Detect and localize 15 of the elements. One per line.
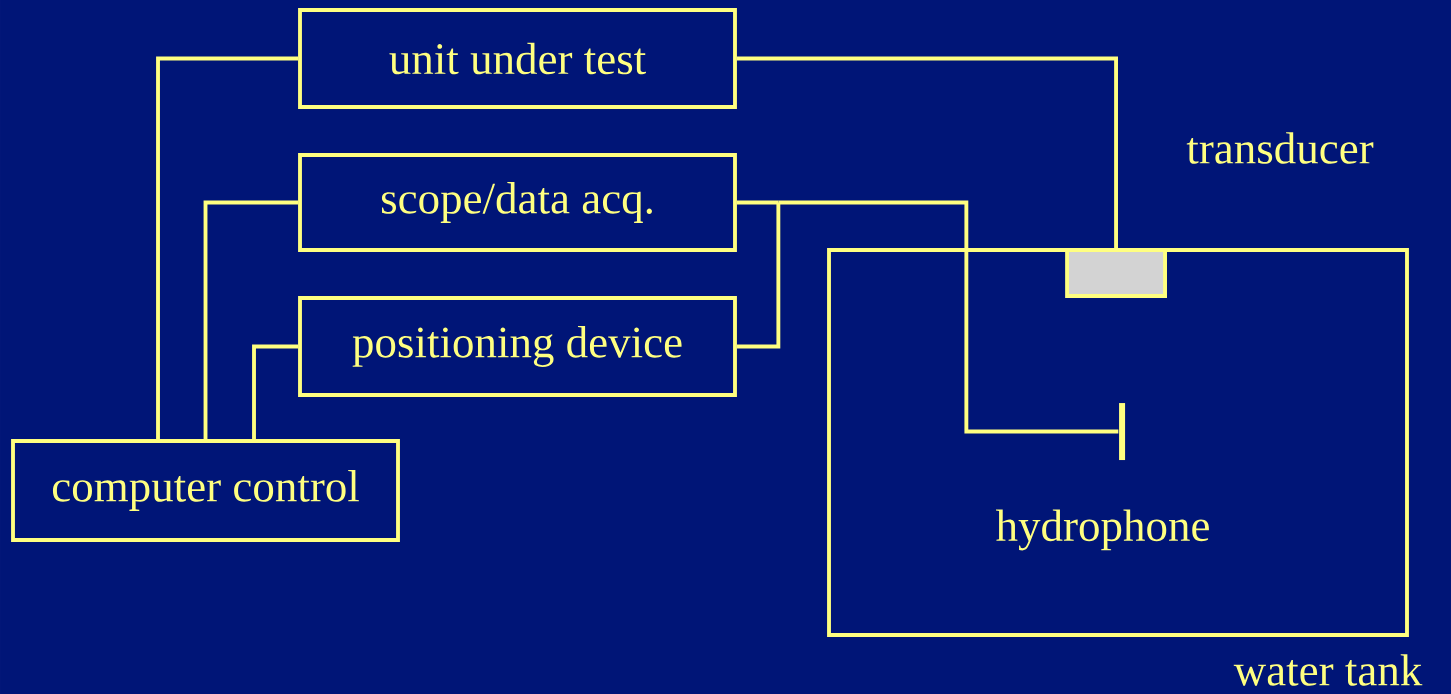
connector-line xyxy=(203,200,299,440)
hydrophone-bar xyxy=(1119,403,1126,461)
connector-line xyxy=(736,202,781,349)
tank-label: water tank xyxy=(1233,654,1423,686)
connector-line xyxy=(252,344,299,440)
connector-line xyxy=(736,200,779,205)
connector-line xyxy=(156,56,299,440)
part-label: hydrophone xyxy=(996,509,1209,551)
process-box: positioning device xyxy=(298,296,737,397)
connector-line xyxy=(778,200,1119,434)
process-box: unit under test xyxy=(298,8,737,109)
part-label: transducer xyxy=(1186,132,1374,164)
process-box: scope/data acq. xyxy=(298,153,737,252)
control-box: computer control xyxy=(11,439,400,542)
connector-line xyxy=(736,56,1118,249)
